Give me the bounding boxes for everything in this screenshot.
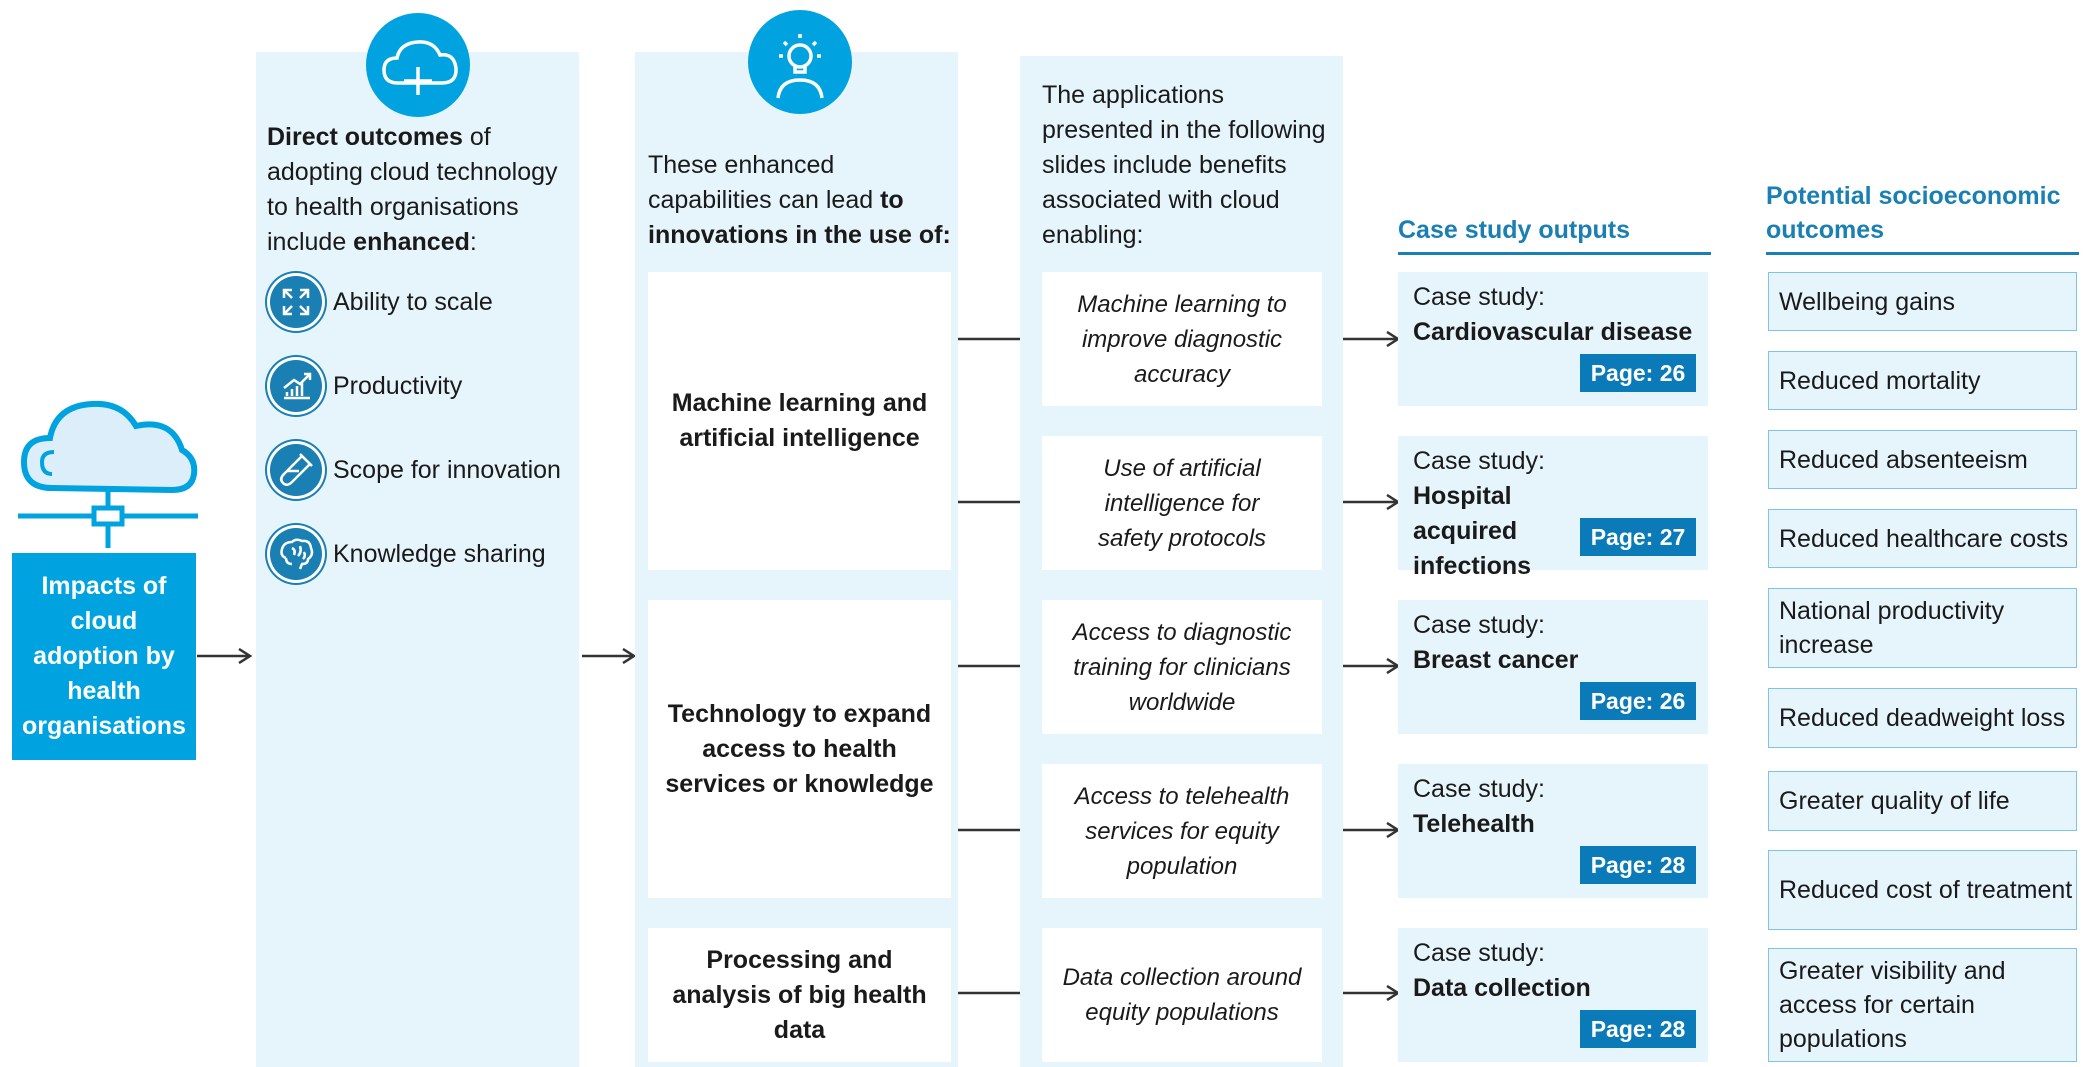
innovation-label-access: Technology to expand access to health se… (665, 699, 934, 798)
application-box-5: Data collection around equity population… (1042, 928, 1322, 1062)
case-study-heading-rule (1398, 252, 1711, 255)
cloud-network-icon (18, 400, 198, 548)
application-label-1: Machine learning to improve diagnostic a… (1077, 290, 1287, 388)
intro-text-1: of adopting cloud technology to health o… (267, 123, 558, 256)
outcome-label-innovation: Scope for innovation (333, 456, 561, 484)
intro-text-2: : (469, 228, 477, 256)
innovations-intro: These enhanced capabilities can lead to … (648, 148, 958, 253)
socioeconomic-outcome-5: National productivity increase (1768, 588, 2077, 668)
impacts-box: Impacts of cloud adoption by health orga… (12, 553, 196, 760)
page-badge[interactable]: Page: 26 (1580, 354, 1696, 392)
socioeconomic-heading-rule (1766, 252, 2079, 255)
expand-icon (270, 276, 322, 328)
case-study-prefix: Case study: (1413, 283, 1546, 311)
outcome-label-scale: Ability to scale (333, 288, 493, 316)
innovation-box-ml-ai: Machine learning and artificial intellig… (648, 272, 951, 570)
brain-icon (270, 528, 322, 580)
socioeconomic-heading: Potential socioeconomic outcomes (1766, 182, 2061, 244)
cloud-health-icon (366, 13, 470, 117)
case-study-prefix: Case study: (1413, 447, 1546, 475)
case-study-name: Telehealth (1413, 810, 1535, 838)
socioeconomic-outcome-9: Greater visibility and access for certai… (1768, 948, 2077, 1062)
application-label-3: Access to diagnostic training for clinic… (1072, 618, 1292, 716)
innovation-label-big-data: Processing and analysis of big health da… (672, 945, 927, 1044)
page-badge[interactable]: Page: 26 (1580, 682, 1696, 720)
outcome-label-knowledge: Knowledge sharing (333, 540, 546, 568)
lightbulb-person-icon (748, 10, 852, 114)
case-study-card-2: Case study: Hospital acquired infections… (1398, 436, 1708, 580)
outcome-label-productivity: Productivity (333, 372, 463, 400)
application-box-4: Access to telehealth services for equity… (1042, 764, 1322, 898)
page-badge[interactable]: Page: 28 (1580, 1010, 1696, 1048)
case-study-heading: Case study outputs (1398, 216, 1630, 244)
innovations-intro-bold: to innovations in the use of: (648, 186, 951, 249)
case-study-card-5: Case study: Data collection Page: 28 (1398, 928, 1708, 1062)
case-study-name: Cardiovascular disease (1413, 318, 1693, 346)
case-study-name: Data collection (1413, 974, 1591, 1002)
application-label-4: Access to telehealth services for equity… (1074, 782, 1290, 880)
case-study-card-4: Case study: Telehealth Page: 28 (1398, 764, 1708, 898)
page-badge[interactable]: Page: 28 (1580, 846, 1696, 884)
socioeconomic-outcome-3: Reduced absenteeism (1768, 430, 2077, 489)
application-label-2: Use of artificial intelligence for safet… (1097, 454, 1267, 552)
innovation-box-big-data: Processing and analysis of big health da… (648, 928, 951, 1062)
innovations-intro-text: These enhanced capabilities can lead (648, 151, 881, 214)
socioeconomic-outcome-2: Reduced mortality (1768, 351, 2077, 410)
socioeconomic-outcome-7: Greater quality of life (1768, 771, 2077, 831)
direct-outcomes-intro: Direct outcomes of adopting cloud techno… (267, 120, 567, 260)
case-study-prefix: Case study: (1413, 611, 1546, 639)
socioeconomic-outcome-4: Reduced healthcare costs (1768, 509, 2077, 568)
case-study-prefix: Case study: (1413, 775, 1546, 803)
innovation-label-ml-ai: Machine learning and artificial intellig… (671, 389, 928, 452)
impacts-box-title: Impacts of cloud adoption by health orga… (22, 572, 186, 740)
application-box-3: Access to diagnostic training for clinic… (1042, 600, 1322, 734)
intro-bold-enhanced: enhanced (353, 228, 470, 256)
application-box-1: Machine learning to improve diagnostic a… (1042, 272, 1322, 406)
intro-bold-direct-outcomes: Direct outcomes (267, 123, 463, 151)
socioeconomic-outcome-8: Reduced cost of treatment (1768, 850, 2077, 930)
case-study-prefix: Case study: (1413, 939, 1546, 967)
test-tube-icon (270, 444, 322, 496)
applications-intro: The applications presented in the follow… (1042, 81, 1326, 249)
case-study-card-3: Case study: Breast cancer Page: 26 (1398, 600, 1708, 734)
productivity-chart-icon (270, 360, 322, 412)
socioeconomic-outcome-6: Reduced deadweight loss (1768, 688, 2077, 748)
application-box-2: Use of artificial intelligence for safet… (1042, 436, 1322, 570)
case-study-name: Breast cancer (1413, 646, 1579, 674)
innovation-box-access: Technology to expand access to health se… (648, 600, 951, 898)
page-badge[interactable]: Page: 27 (1580, 518, 1696, 556)
application-label-5: Data collection around equity population… (1062, 964, 1302, 1026)
case-study-card-1: Case study: Cardiovascular disease Page:… (1398, 272, 1708, 406)
socioeconomic-outcome-1: Wellbeing gains (1768, 272, 2077, 331)
case-study-name: Hospital acquired infections (1413, 482, 1532, 580)
